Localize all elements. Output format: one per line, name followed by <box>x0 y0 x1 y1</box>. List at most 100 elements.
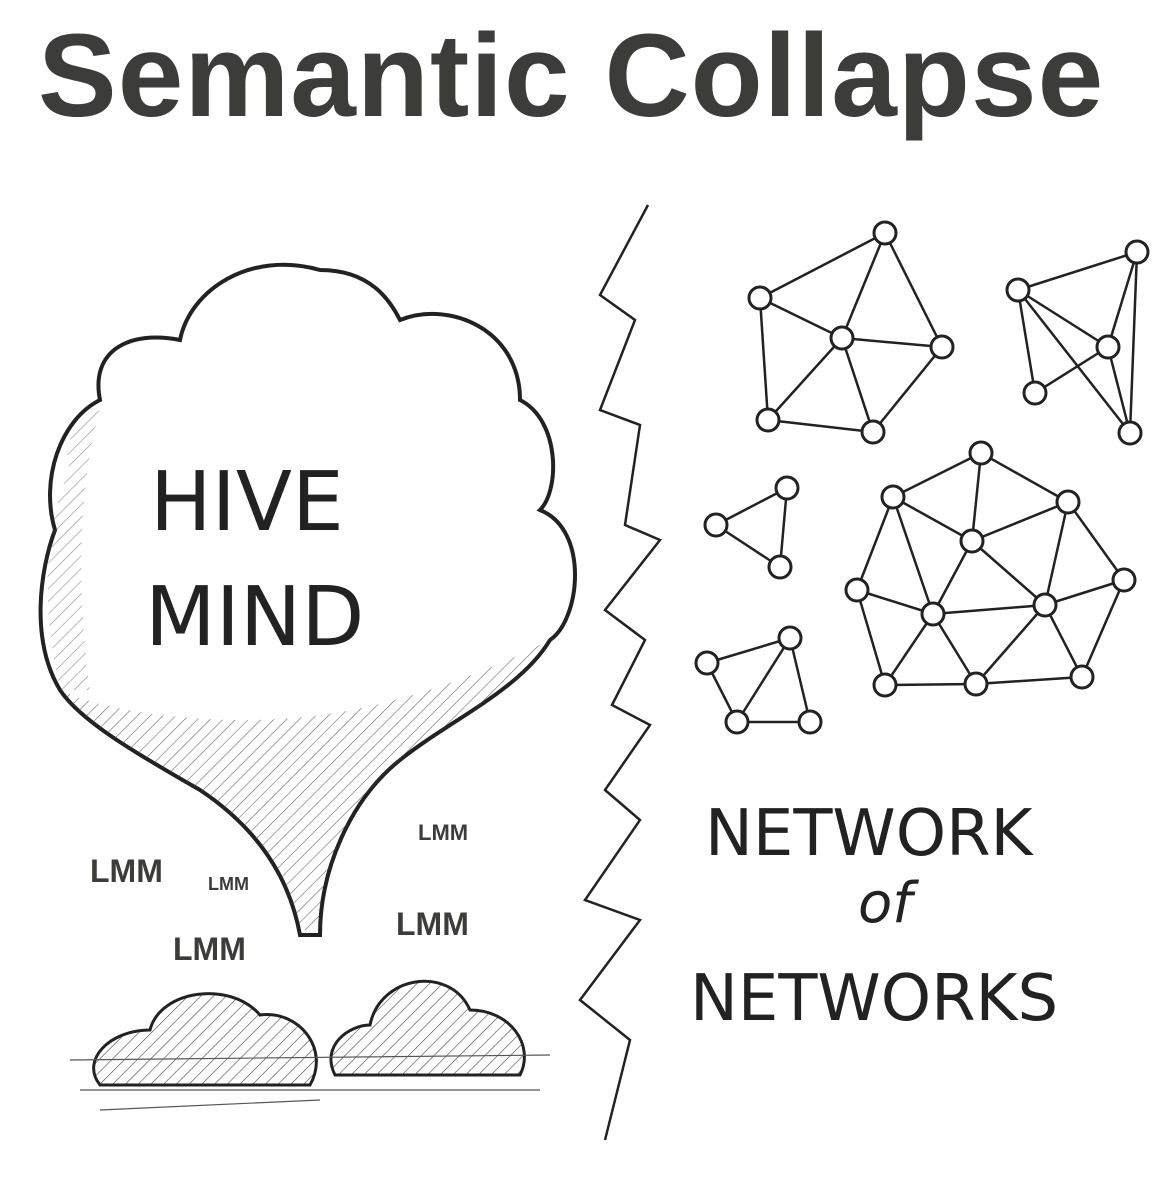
network-node <box>959 528 985 554</box>
lmm-label: LMM <box>396 906 469 942</box>
network-node <box>872 220 898 246</box>
network-node <box>767 554 793 580</box>
network-node <box>1055 489 1081 515</box>
network-edge <box>932 603 1046 616</box>
network-edge <box>1043 501 1070 606</box>
network-edge <box>1106 346 1132 434</box>
network-edge <box>758 297 770 421</box>
network-edge <box>1044 578 1125 607</box>
of-text: of <box>858 871 919 936</box>
network-node <box>929 334 955 360</box>
network-node <box>777 625 803 651</box>
network-edge <box>715 523 781 569</box>
network-edge <box>788 637 812 723</box>
network-edge <box>872 346 943 433</box>
network-node <box>1005 277 1031 303</box>
network-edge <box>1106 251 1139 348</box>
small-cloud-left <box>92 992 318 1087</box>
network-edge <box>931 613 978 685</box>
network-node <box>1095 334 1121 360</box>
network-edge <box>778 487 789 568</box>
network-node <box>920 601 946 627</box>
networks-text: NETWORKS <box>690 962 1058 1036</box>
lmm-label: LMM <box>208 874 249 894</box>
lmm-label: LMM <box>173 931 246 967</box>
network-edge <box>1017 250 1138 292</box>
network-edge <box>1043 604 1084 678</box>
network-edge <box>855 589 887 686</box>
network-graph <box>703 475 800 580</box>
network-edge <box>856 588 934 616</box>
hive-text: HIVE <box>150 455 344 550</box>
network-graph <box>747 220 955 445</box>
network-edge <box>883 232 944 348</box>
network-edge <box>884 682 977 687</box>
small-cloud-right <box>329 979 526 1077</box>
network-node <box>1111 567 1137 593</box>
network-edge <box>892 451 982 499</box>
cloud-shading <box>60 640 550 930</box>
network-node <box>1069 664 1095 690</box>
network-node <box>774 475 800 501</box>
network-edge <box>767 337 843 421</box>
network-node <box>1117 420 1143 446</box>
network-node <box>1032 592 1058 618</box>
lmm-label: LMM <box>90 853 163 889</box>
network-edge <box>975 604 1046 685</box>
network-edge <box>1016 289 1037 394</box>
network-edge <box>841 336 943 349</box>
network-graph <box>694 625 823 735</box>
network-edge <box>931 540 974 615</box>
network-node <box>755 407 781 433</box>
network-node <box>1022 380 1048 406</box>
network-edge <box>735 637 792 723</box>
network-node <box>880 484 906 510</box>
network-edge <box>840 232 887 339</box>
network-node <box>724 709 750 735</box>
ground-lines <box>69 1054 551 1111</box>
network-node <box>747 285 773 311</box>
network-graph <box>844 440 1137 698</box>
network-edge <box>759 296 843 340</box>
network-graph <box>1005 239 1150 446</box>
network-edge <box>1017 289 1131 434</box>
network-edge <box>855 496 895 591</box>
network-node <box>829 325 855 351</box>
mind-text: MIND <box>145 570 364 665</box>
lmm-label: LMM <box>418 820 468 845</box>
network-edge <box>759 231 886 300</box>
network-edge <box>840 337 875 433</box>
network-edge <box>706 636 791 665</box>
network-edge <box>980 451 1069 504</box>
network-node <box>694 650 720 676</box>
network-edge <box>1066 501 1126 581</box>
network-graphs <box>694 220 1150 735</box>
cloud-shading-left <box>47 410 100 690</box>
network-node <box>860 419 886 445</box>
network-edge <box>1034 345 1109 395</box>
page-title: Semantic Collapse <box>38 10 1105 142</box>
network-text: NETWORK <box>705 797 1035 871</box>
network-node <box>703 512 729 538</box>
network-edge <box>883 613 935 686</box>
network-edge <box>971 540 1046 606</box>
network-edge <box>975 675 1083 686</box>
network-node <box>844 577 870 603</box>
network-node <box>968 440 994 466</box>
network-node <box>797 709 823 735</box>
network-node <box>963 671 989 697</box>
small-clouds <box>69 979 551 1111</box>
zigzag-divider <box>578 204 662 1141</box>
network-edge <box>971 500 1069 543</box>
network-node <box>872 672 898 698</box>
network-edge <box>892 495 973 543</box>
network-edge <box>767 418 874 434</box>
network-edge <box>1128 251 1139 434</box>
network-edge <box>1017 288 1109 349</box>
network-node <box>1124 239 1150 265</box>
network-edge <box>970 452 983 542</box>
hive-mind-cloud: HIVE MIND <box>38 262 577 937</box>
network-edge <box>891 496 935 615</box>
network-edge <box>1080 579 1126 678</box>
